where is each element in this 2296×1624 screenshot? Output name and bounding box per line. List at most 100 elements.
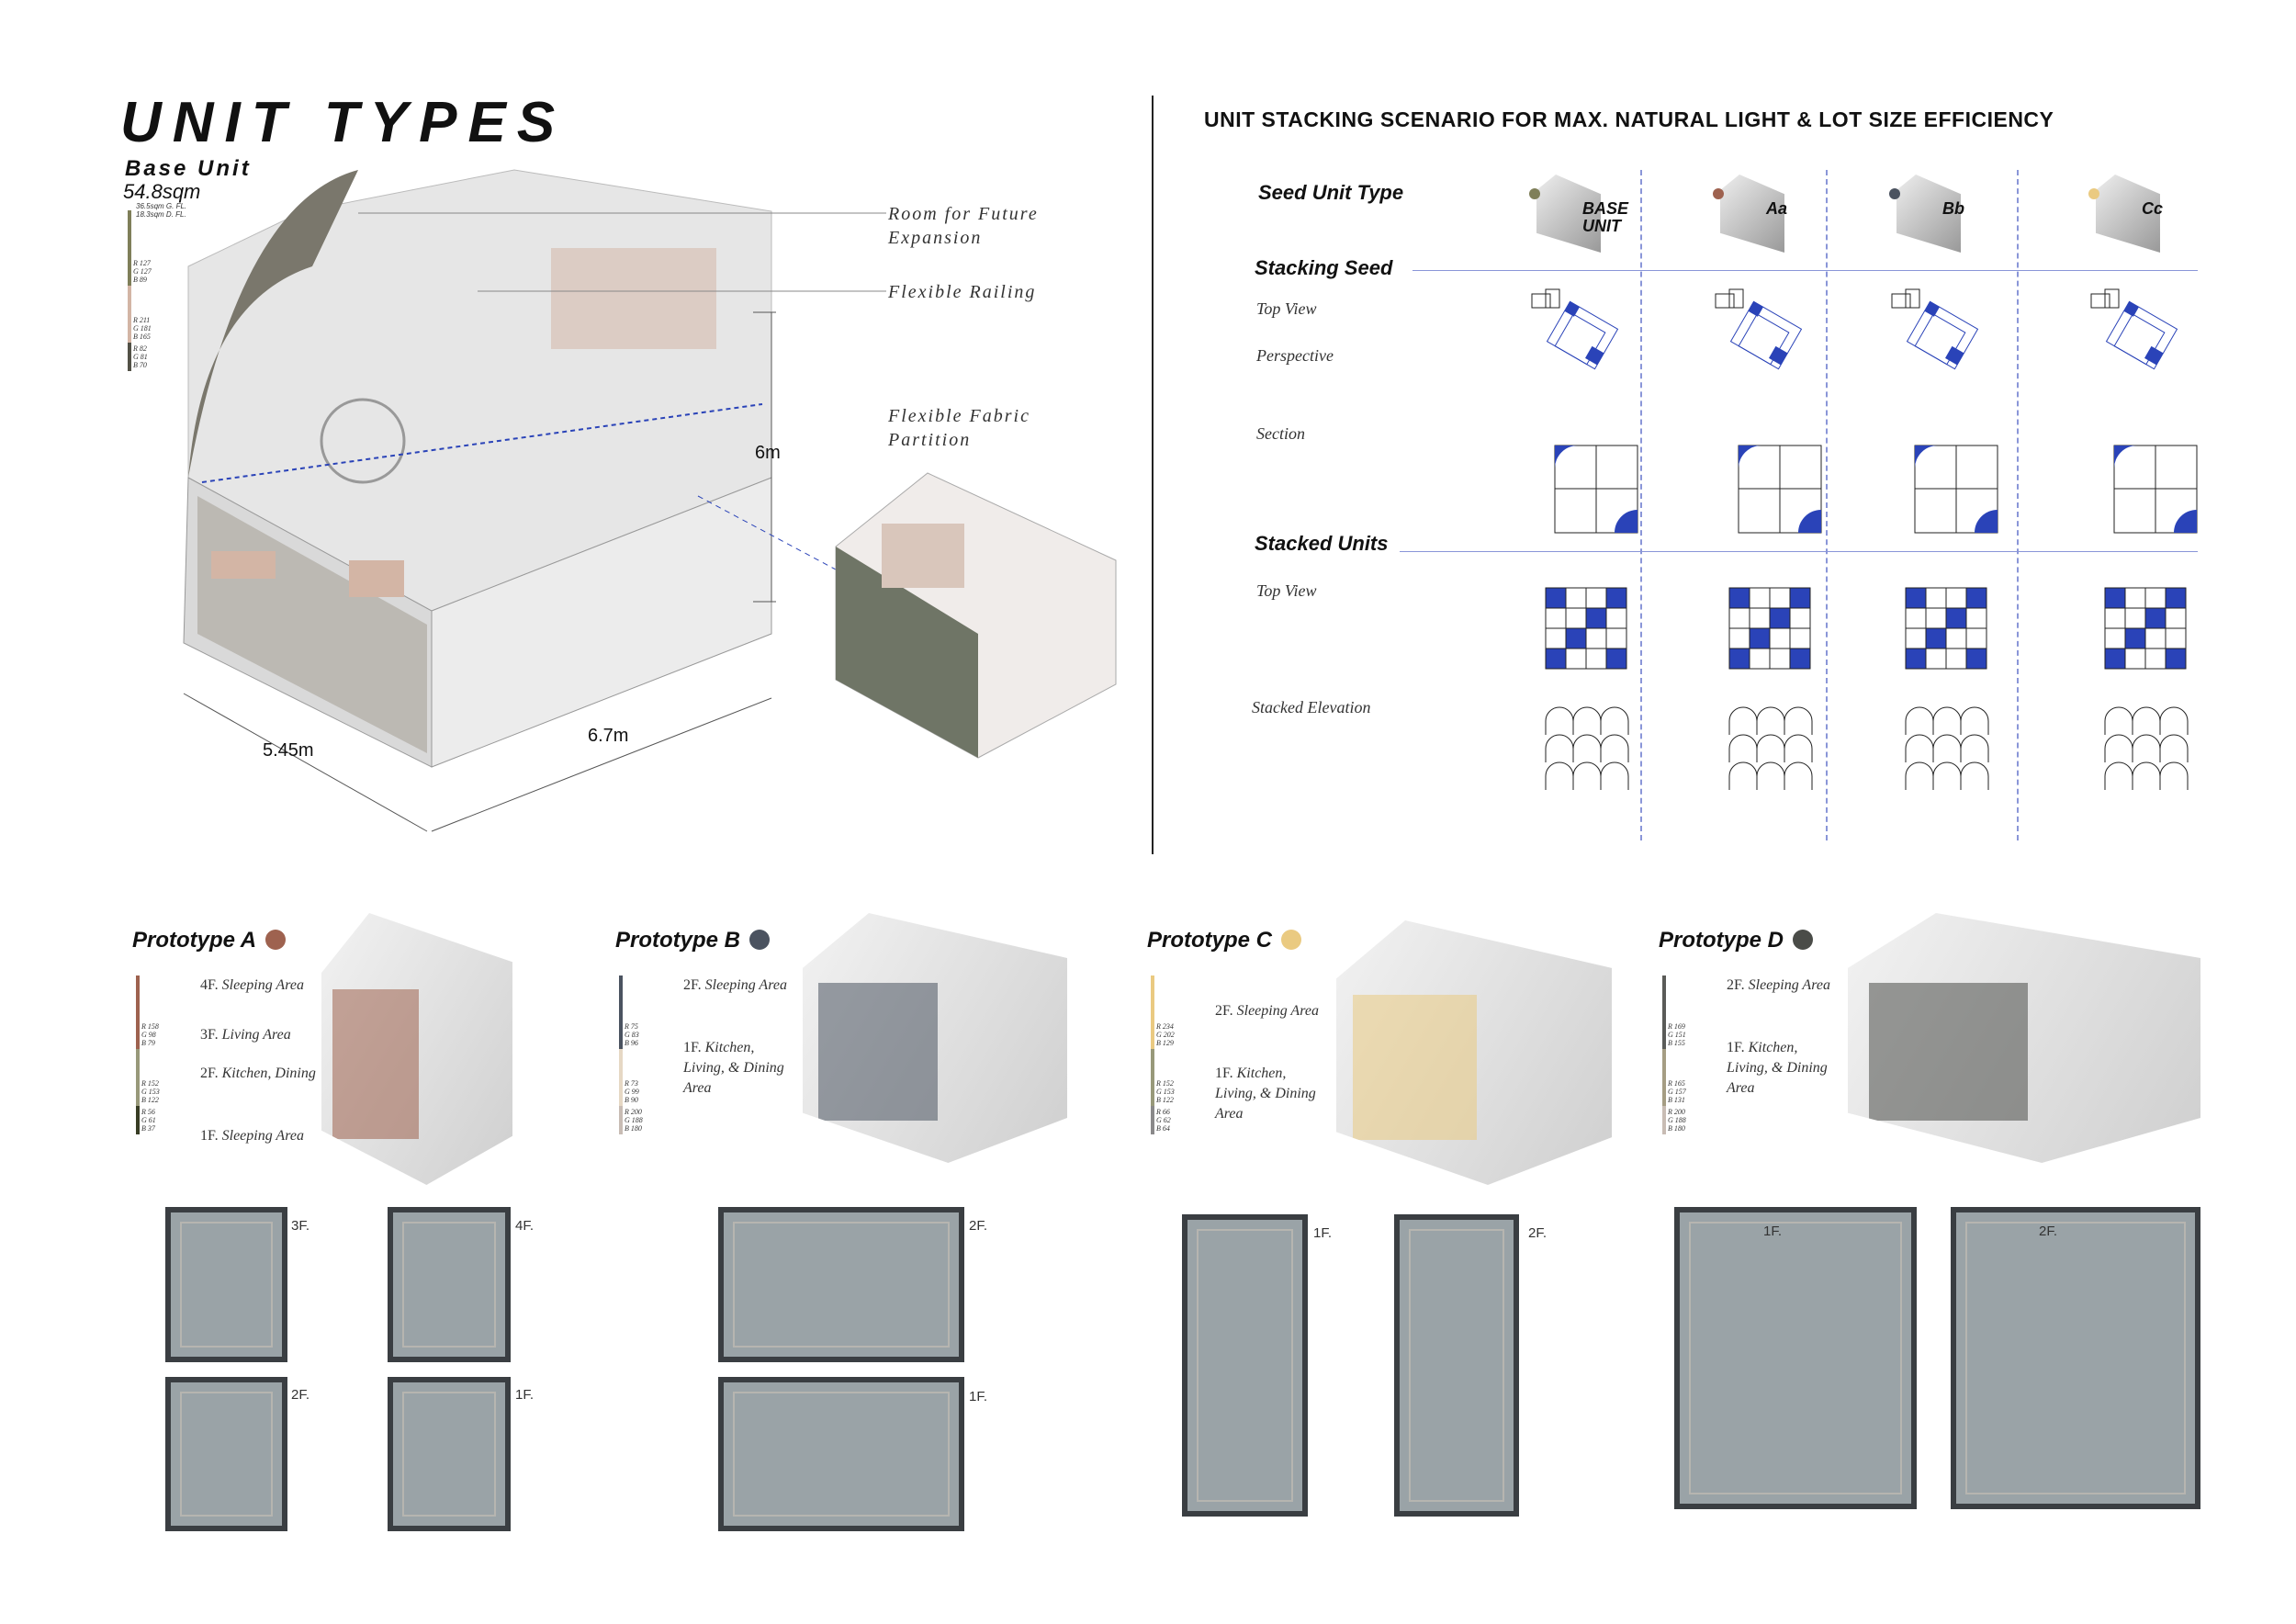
stacked-elevation [1728, 706, 1813, 790]
legend-rgb: R 152 G 153 B 122 [141, 1079, 160, 1104]
seed-unit-name: Aa [1766, 199, 1788, 218]
floor-plan [1394, 1214, 1519, 1517]
stacked-top-view [2104, 587, 2187, 670]
stacked-elevation [1545, 706, 1629, 790]
prototype-color-dot [265, 930, 287, 950]
prototype-isometric [803, 913, 1067, 1163]
prototype-name: Prototype B [615, 928, 741, 953]
section-label: Section [1256, 424, 1305, 443]
unit-color-dot [2088, 188, 2099, 199]
legend-swatch: R 165 G 157 B 131 [1662, 1049, 1686, 1106]
prototype-title: Prototype B [615, 928, 771, 953]
stacked-elevation-label: Stacked Elevation [1252, 698, 1371, 716]
prototype-name: Prototype D [1659, 928, 1784, 953]
stacked-units-rule [1400, 551, 2198, 552]
floor-plan [718, 1377, 964, 1531]
prototype-isometric [321, 913, 512, 1185]
legend-rgb: R 211 G 181 B 165 [133, 316, 152, 341]
legend-rgb: R 200 G 188 B 180 [625, 1108, 643, 1133]
unit-color-dot [1713, 188, 1724, 199]
floor-program-label: 2F. Sleeping Area [683, 977, 787, 993]
dim-width: 5.45m [263, 740, 314, 761]
top-view-stacked-label: Top View [1256, 581, 1317, 600]
seed-unit-name: Bb [1942, 199, 1964, 218]
legend-rgb: R 158 G 98 B 79 [141, 1022, 159, 1047]
top-view-diagram [1531, 288, 1560, 309]
prototype-name: Prototype A [132, 928, 257, 953]
legend-swatch: R 82 G 81 B 70 [128, 343, 148, 371]
stacking-diagrams [1715, 288, 1822, 790]
legend-rgb: R 75 G 83 B 96 [625, 1022, 639, 1047]
legend-swatch: R 152 G 153 B 122 [136, 1049, 160, 1106]
legend-rgb: R 165 G 157 B 131 [1668, 1079, 1686, 1104]
prototype-interior [818, 983, 938, 1121]
floor-program-label: 1F. Sleeping Area [200, 1128, 304, 1144]
prototype-interior [1353, 994, 1477, 1141]
area-ground: 36.5sqm G. FL. [136, 202, 187, 210]
unit-color-dot [1889, 188, 1900, 199]
floor-plan [165, 1207, 287, 1362]
base-unit-area: 54.8sqm [123, 180, 201, 203]
floor-program-label: 2F. Sleeping Area [1215, 1003, 1319, 1019]
floor-label: 1F. [1313, 1225, 1333, 1241]
stacked-elevation [1905, 706, 1989, 790]
legend-swatch: R 200 G 188 B 180 [619, 1106, 643, 1134]
unit-color-dot [1529, 188, 1540, 199]
floor-plan [1182, 1214, 1308, 1517]
top-view-diagram [1891, 288, 1920, 309]
legend-rgb: R 66 G 62 B 64 [1156, 1108, 1171, 1133]
stacked-top-view [1545, 587, 1627, 670]
legend-swatch: R 169 G 151 B 155 [1662, 976, 1686, 1049]
section-diagram [1554, 445, 1638, 534]
dim-height: 6m [755, 443, 781, 463]
floor-program-label: 1F. Kitchen, Living, & Dining Area [1727, 1040, 1828, 1096]
seed-unit-type-label: Seed Unit Type [1258, 181, 1404, 204]
legend-rgb: R 73 G 99 B 90 [625, 1079, 639, 1104]
column-divider [2017, 170, 2019, 840]
stacking-diagrams [2090, 288, 2198, 790]
floor-plan [718, 1207, 964, 1362]
prototype-title: Prototype C [1147, 928, 1302, 953]
base-unit-heading: Base Unit [125, 156, 252, 181]
floor-label: 2F. [1528, 1225, 1548, 1241]
prototype-title: Prototype A [132, 928, 287, 953]
area-deck: 18.3sqm D. FL. [136, 210, 186, 219]
color-legend: R 158 G 98 B 79 R 152 G 153 B 122 R 56 G 6… [136, 976, 160, 1134]
top-view-diagram [2090, 288, 2120, 309]
floor-label: 4F. [515, 1218, 535, 1234]
floor-program-label: 1F. Kitchen, Living, & Dining Area [1215, 1066, 1316, 1122]
floor-program-label: 3F. Living Area [200, 1027, 291, 1043]
annotation-flexible-railing: Flexible Railing [888, 282, 1037, 302]
legend-rgb: R 169 G 151 B 155 [1668, 1022, 1686, 1047]
legend-swatch: R 200 G 188 B 180 [1662, 1106, 1686, 1134]
legend-swatch: R 66 G 62 B 64 [1151, 1106, 1171, 1134]
floor-plan [388, 1207, 511, 1362]
stacking-seed-rule [1412, 270, 2198, 271]
floor-plan [1951, 1207, 2200, 1509]
legend-rgb: R 56 G 61 B 37 [141, 1108, 156, 1133]
legend-swatch: R 73 G 99 B 90 [619, 1049, 639, 1106]
section-divider [1152, 96, 1154, 854]
stacking-seed-label: Stacking Seed [1255, 256, 1393, 279]
floor-plan [388, 1377, 511, 1531]
stacking-diagrams [1891, 288, 1998, 790]
stacking-title: UNIT STACKING SCENARIO FOR MAX. NATURAL … [1204, 107, 2054, 131]
legend-rgb: R 127 G 127 B 89 [133, 259, 152, 284]
stacked-units-label: Stacked Units [1255, 532, 1389, 555]
floor-label: 1F. [515, 1387, 535, 1403]
stacked-top-view [1905, 587, 1987, 670]
seed-unit-name: BASE UNIT [1582, 199, 1629, 235]
color-legend-base: R 127 G 127 B 89 R 211 G 181 B 165 R 82 G … [128, 210, 152, 371]
legend-swatch: R 158 G 98 B 79 [136, 976, 159, 1049]
floor-label: 2F. [291, 1387, 310, 1403]
section-diagram [1738, 445, 1822, 534]
floor-label: 2F. [969, 1218, 988, 1234]
floor-program-label: 4F. Sleeping Area [200, 977, 304, 993]
prototype-interior [332, 988, 420, 1139]
top-view-diagram [1715, 288, 1744, 309]
prototype-color-dot [1281, 930, 1302, 950]
floor-program-label: 2F. Kitchen, Dining [200, 1066, 316, 1081]
prototype-title: Prototype D [1659, 928, 1814, 953]
floor-program-label: 1F. Kitchen, Living, & Dining Area [683, 1040, 784, 1096]
